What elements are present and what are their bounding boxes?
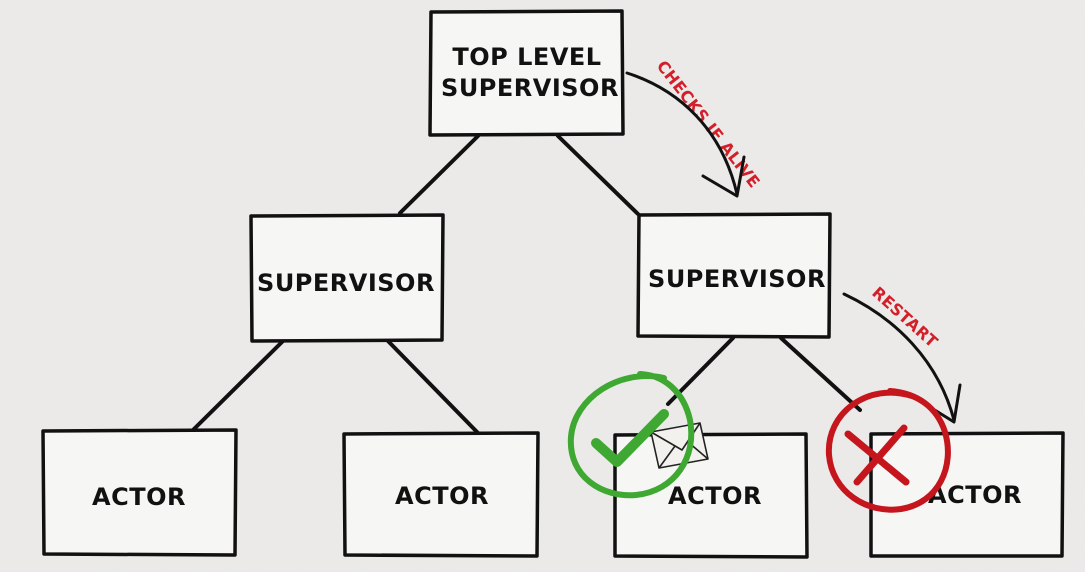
envelope-icon [650,422,709,469]
supervisor-right-box [636,212,832,339]
top-supervisor-label-line1: TOP LEVEL [452,43,601,71]
supervisor-left-label: SUPERVISOR [257,269,435,297]
top-supervisor-box [428,9,625,137]
checks-arrow [625,71,746,198]
checkmark-circle-icon [567,371,695,499]
actor-2-label: ACTOR [395,482,489,510]
connectors [190,134,862,435]
actor-4-label: ACTOR [928,481,1022,509]
actor-4-box [869,431,1065,558]
actor-1-label: ACTOR [92,483,186,511]
edge-top-to-supervisor-left [398,134,480,215]
edge-supervisor-right-to-actor-4 [779,336,862,412]
edge-supervisor-left-to-actor-1 [190,339,285,433]
edge-top-to-supervisor-right [556,134,640,216]
actor-2-box [342,431,540,558]
actor-1-box [41,428,238,557]
x-circle-icon [825,388,951,513]
supervisor-left-box [249,213,445,343]
actor-3-label: ACTOR [668,482,762,510]
supervisor-right-label: SUPERVISOR [648,265,826,293]
edge-supervisor-left-to-actor-2 [386,339,480,435]
top-supervisor-label-line2: SUPERVISOR [441,74,619,102]
